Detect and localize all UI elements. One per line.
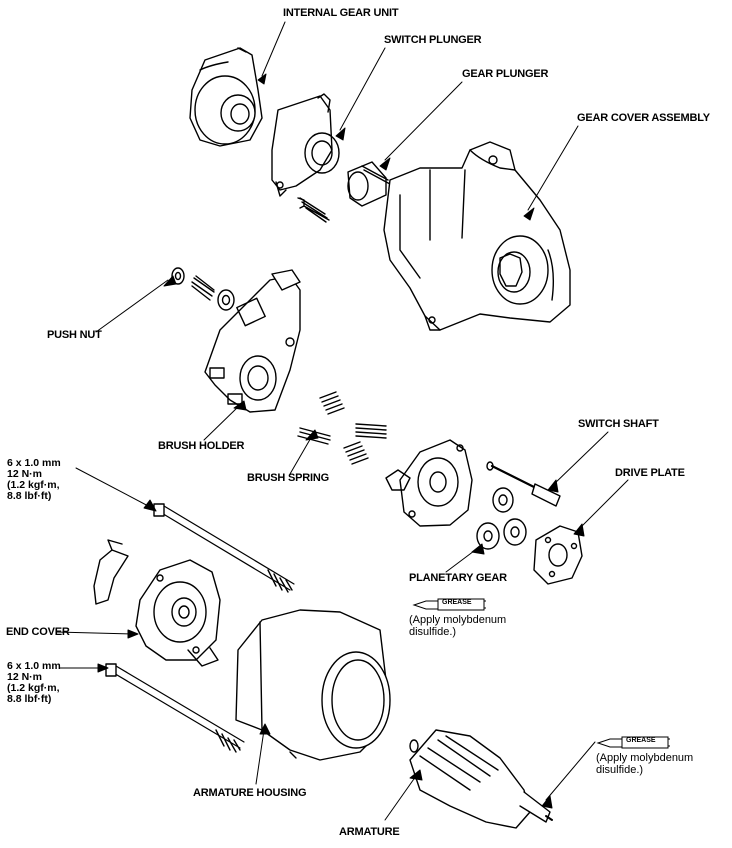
bolt-spec-lower-line1: 6 x 1.0 mm — [7, 660, 61, 672]
label-switch-shaft: SWITCH SHAFT — [578, 418, 659, 430]
planetary-gear-part — [476, 487, 527, 550]
leader-brush-holder — [203, 404, 241, 441]
label-brush-spring: BRUSH SPRING — [247, 472, 329, 484]
end-cover-part — [93, 539, 221, 667]
leader-switch-shaft — [551, 431, 609, 487]
grease-note-armature: (Apply molybdenum disulfide.) — [596, 752, 693, 776]
leader-lines — [55, 21, 629, 821]
leader-drive-plate — [577, 479, 629, 531]
leader-gear-cover — [527, 125, 579, 211]
grease-note-armature-line2: disulfide.) — [596, 764, 644, 776]
label-end-cover: END COVER — [6, 626, 70, 638]
grease-note-planetary-line2: disulfide.) — [409, 626, 457, 638]
leader-armature-housing — [255, 729, 265, 785]
armature-part — [409, 729, 553, 829]
bolt-spec-lower-line2: 12 N·m — [7, 671, 43, 683]
through-bolt-lower-part — [105, 663, 245, 753]
leader-internal-gear — [261, 21, 286, 77]
label-push-nut: PUSH NUT — [47, 329, 102, 341]
leader-push-nut — [95, 279, 169, 333]
leader-bolt-upper — [75, 467, 153, 509]
label-brush-holder: BRUSH HOLDER — [158, 440, 245, 452]
label-drive-plate: DRIVE PLATE — [615, 467, 685, 479]
bolt-spec-upper-line1: 6 x 1.0 mm — [7, 457, 61, 469]
bolt-spec-upper: 6 x 1.0 mm 12 N·m (1.2 kgf·m, 8.8 lbf·ft… — [7, 458, 61, 502]
armature-housing-part — [235, 609, 391, 761]
grease-note-armature-line1: (Apply molybdenum — [596, 752, 694, 764]
internal-gear-unit-part — [189, 47, 263, 147]
label-switch-plunger: SWITCH PLUNGER — [384, 34, 482, 46]
gear-cover-assembly-part — [383, 141, 571, 331]
label-armature-housing: ARMATURE HOUSING — [193, 787, 307, 799]
label-gear-plunger: GEAR PLUNGER — [462, 68, 549, 80]
brush-holder-part — [204, 269, 301, 413]
grease-tube-icon: GREASE — [596, 735, 670, 749]
gear-carrier-part — [385, 439, 473, 527]
leader-end-cover — [55, 631, 133, 635]
leader-switch-plunger — [339, 47, 386, 131]
switch-shaft-part — [486, 461, 561, 507]
grease-tube-icon: GREASE — [412, 597, 486, 611]
label-planetary-gear: PLANETARY GEAR — [409, 572, 507, 584]
bolt-spec-upper-line4: 8.8 lbf·ft) — [7, 490, 52, 502]
leader-armature — [384, 775, 417, 821]
leader-brush-spring — [289, 435, 313, 475]
grease-note-planetary: (Apply molybdenum disulfide.) — [409, 614, 506, 638]
switch-plunger-part — [271, 93, 340, 223]
bolt-spec-lower-line3: (1.2 kgf·m, — [7, 682, 60, 694]
bolt-spec-upper-line3: (1.2 kgf·m, — [7, 479, 60, 491]
grease-tag-armature: GREASE — [626, 737, 656, 744]
bolt-spec-upper-line2: 12 N·m — [7, 468, 43, 480]
leader-gear-plunger — [384, 81, 463, 161]
bolt-spec-lower: 6 x 1.0 mm 12 N·m (1.2 kgf·m, 8.8 lbf·ft… — [7, 661, 61, 705]
brush-spring-part — [297, 391, 387, 465]
label-internal-gear-unit: INTERNAL GEAR UNIT — [283, 7, 399, 19]
leader-armature-grease — [545, 741, 596, 801]
grease-tag-planetary: GREASE — [442, 599, 472, 606]
grease-note-planetary-line1: (Apply molybdenum — [409, 614, 507, 626]
gear-plunger-part — [347, 161, 391, 207]
bolt-spec-lower-line4: 8.8 lbf·ft) — [7, 693, 52, 705]
label-gear-cover-assembly: GEAR COVER ASSEMBLY — [577, 112, 710, 124]
through-bolt-upper-part — [153, 503, 295, 593]
drive-plate-part — [533, 525, 583, 585]
label-armature: ARMATURE — [339, 826, 400, 838]
push-nut-part — [171, 267, 235, 311]
